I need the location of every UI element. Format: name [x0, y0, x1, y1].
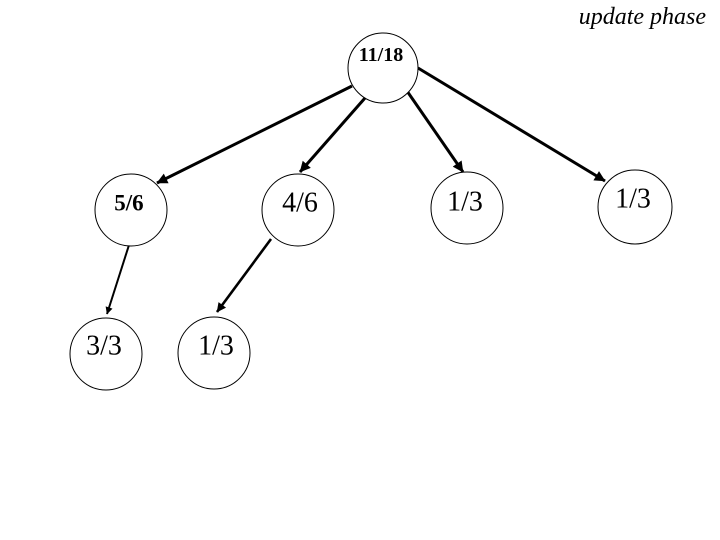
tree-node-n13c: 1/3	[177, 316, 251, 390]
tree-node-label: 1/3	[198, 331, 234, 362]
tree-node-n13b: 1/3	[597, 169, 673, 245]
tree-edge-root-n13a	[405, 90, 465, 173]
tree-node-label: 5/6	[114, 191, 143, 216]
tree-node-circle	[347, 32, 419, 104]
tree-edge-n56-n33	[105, 244, 130, 315]
edges-layer	[105, 66, 606, 315]
tree-node-label: 4/6	[282, 188, 318, 219]
tree-node-label: 11/18	[359, 44, 403, 66]
tree-node-circle	[261, 173, 335, 247]
tree-node-n13a: 1/3	[430, 171, 504, 245]
tree-node-circle	[94, 173, 168, 247]
tree-edge-root-n56	[156, 84, 353, 185]
tree-node-label: 3/3	[86, 331, 122, 362]
tree-edge-root-n46	[298, 97, 367, 173]
tree-node-circle	[430, 171, 504, 245]
nodes-layer: 11/18 5/6 4/6 1/3 1/3 3/3 1/3	[69, 32, 673, 391]
tree-node-circle	[597, 169, 673, 245]
tree-node-label: 1/3	[615, 184, 651, 215]
tree-node-root: 11/18	[347, 32, 419, 104]
tree-node-n46: 4/6	[261, 173, 335, 247]
tree-node-n33: 3/3	[69, 317, 143, 391]
tree-node-circle	[177, 316, 251, 390]
tree-edge-n46-n13c	[215, 238, 273, 313]
tree-node-circle	[69, 317, 143, 391]
tree-edge-root-n13b	[417, 66, 606, 183]
tree-node-n56: 5/6	[94, 173, 168, 247]
slide-title: update phase	[578, 4, 706, 30]
tree-node-label: 1/3	[447, 187, 483, 218]
